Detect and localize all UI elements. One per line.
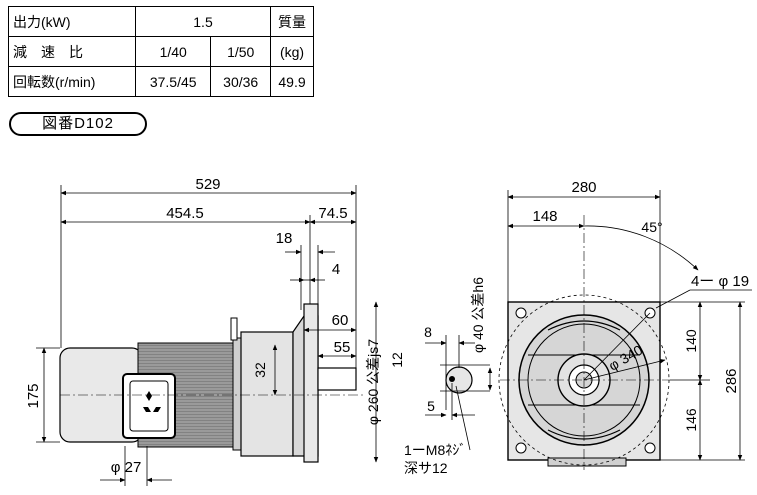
tap-note-line1: 1ーM8ﾈｼﾞ <box>404 442 466 458</box>
dim-148: 148 <box>532 208 557 225</box>
ratio-label: 減 速 比 <box>8 36 136 67</box>
dim-angle: 45° <box>641 219 662 235</box>
dim-5: 5 <box>427 398 435 414</box>
dim-18: 18 <box>276 230 293 247</box>
front-view-dimensions <box>507 190 752 461</box>
mass-value: 49.9 <box>270 66 314 97</box>
gear-case <box>240 331 294 457</box>
speed-2: 30/36 <box>210 66 271 97</box>
shaft-end-detail: 8 5 12 1ーM8ﾈｼﾞ 深サ12 <box>389 324 490 476</box>
speed-1: 37.5/45 <box>134 66 212 97</box>
output-label: 出力(kW) <box>8 6 136 37</box>
bolt-hole <box>515 442 527 454</box>
drawing-number-badge: 図番D102 <box>9 112 147 136</box>
dim-12: 12 <box>389 352 405 368</box>
dim-146: 146 <box>683 408 699 432</box>
mitsubishi-logo-icon <box>143 391 161 412</box>
dim-shaft-dia: φ 40 公差h6 <box>470 277 486 353</box>
dim-bolt-holes: 4ー φ 19 <box>691 273 749 290</box>
ratio-1: 1/40 <box>134 36 212 67</box>
speed-label: 回転数(r/min) <box>8 66 136 97</box>
eye-bolt <box>230 317 238 341</box>
dim-8: 8 <box>424 324 432 340</box>
front-view <box>498 215 670 470</box>
dim-height: 286 <box>723 368 740 393</box>
dim-32: 32 <box>252 362 268 378</box>
bolt-hole <box>644 442 656 454</box>
side-view-dimensions <box>36 185 493 486</box>
spec-table: 出力(kW) 1.5 質量 減 速 比 1/40 1/50 (kg) 回転数(r… <box>8 6 314 97</box>
dim-gear-length: 74.5 <box>318 205 347 222</box>
front-view-labels: 280 148 45° 4ー φ 19 <box>532 179 749 290</box>
dim-width: 280 <box>571 179 596 196</box>
dim-55: 55 <box>334 339 351 356</box>
output-shaft <box>317 367 357 391</box>
tap-note-line2: 深サ12 <box>404 460 448 476</box>
dim-flange-dia: φ 260 公差js7 <box>365 339 381 425</box>
dim-140: 140 <box>683 329 699 353</box>
dim-total-length: 529 <box>195 176 220 193</box>
dim-60: 60 <box>332 312 349 329</box>
dim-fan-dia: φ 27 <box>111 459 142 476</box>
dim-175: 175 <box>25 383 42 408</box>
output-flange <box>303 303 319 463</box>
output-value: 1.5 <box>135 6 271 37</box>
motor-side-view <box>59 303 365 463</box>
bolt-hole <box>515 307 527 319</box>
dim-4: 4 <box>332 261 340 278</box>
motor-flange <box>232 337 242 451</box>
dim-motor-length: 454.5 <box>166 205 204 222</box>
mass-unit: (kg) <box>270 36 314 67</box>
side-view-labels: 529 454.5 74.5 18 4 60 55 φ 27 <box>111 176 351 476</box>
